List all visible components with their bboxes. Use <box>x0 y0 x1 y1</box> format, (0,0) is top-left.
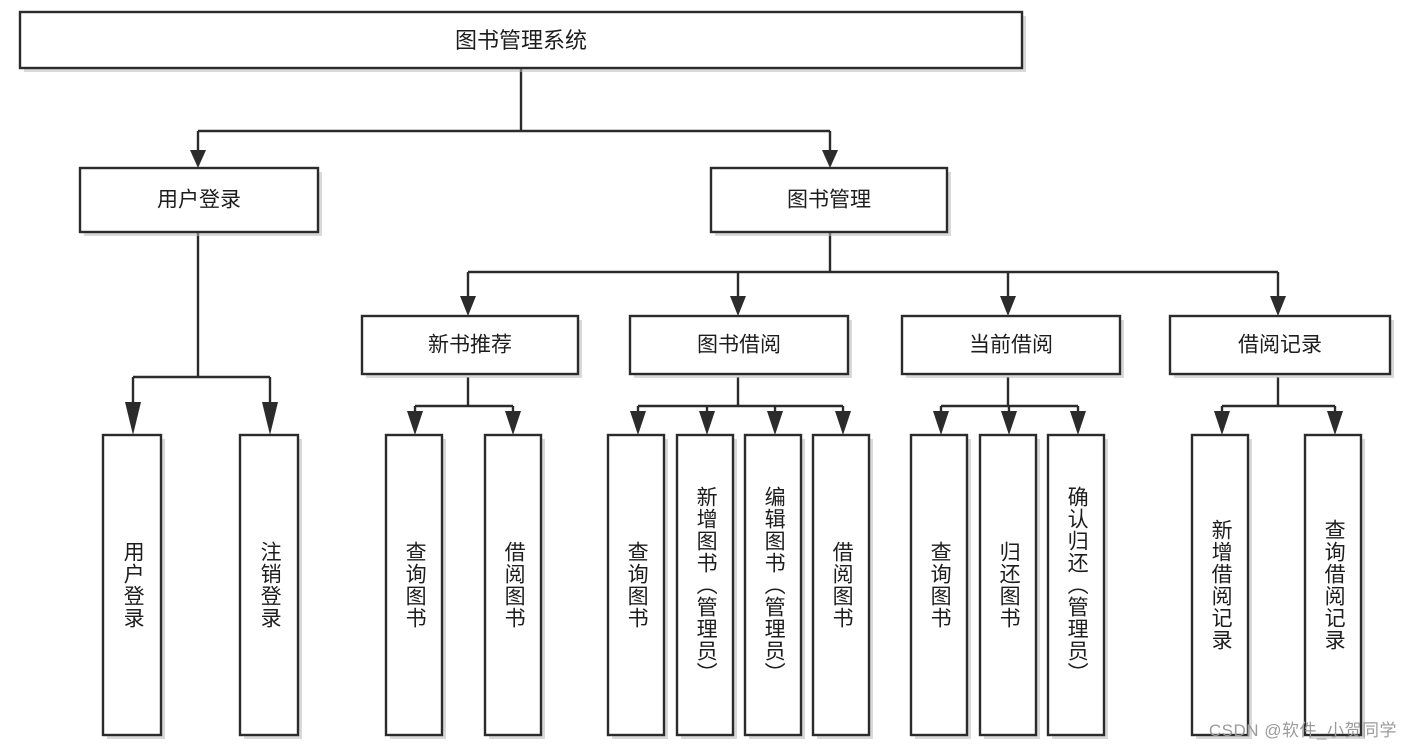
node-root[interactable]: 图书管理系统 <box>18 10 1026 72</box>
arrow-head-leaf-add-record <box>1214 411 1230 435</box>
leaf-user-login-box[interactable] <box>101 433 163 737</box>
arrow-head-new-book-rec <box>460 296 476 316</box>
leaf-add-book-box[interactable] <box>675 433 735 737</box>
arrow-head-leaf-query-record <box>1327 411 1343 435</box>
node-book-borrow-label: 图书借阅 <box>697 334 781 357</box>
node-book-manage-box[interactable] <box>709 166 949 234</box>
arrow-head-leaf-edit-book <box>767 411 783 435</box>
leaf-boxes <box>101 433 1365 739</box>
arrow-head-book-borrow <box>730 296 746 316</box>
arrow-head-leaf-query-book-2 <box>630 411 646 435</box>
arrow-head-leaf-query-book-3 <box>933 411 949 435</box>
node-book-manage[interactable]: 图书管理 <box>709 166 951 236</box>
leaf-borrow-book-1-box[interactable] <box>483 433 543 737</box>
leaf-query-book-1-box[interactable] <box>384 433 444 737</box>
node-user-login-box[interactable] <box>78 166 320 234</box>
node-new-book-rec[interactable]: 新书推荐 <box>360 314 582 378</box>
leaf-confirm-return-box[interactable] <box>1046 433 1106 737</box>
node-new-book-rec-box[interactable] <box>360 314 580 376</box>
node-root-label: 图书管理系统 <box>455 28 587 53</box>
node-current-borrow-box[interactable] <box>900 314 1122 376</box>
leaf-return-book-box[interactable] <box>978 433 1038 737</box>
node-root-box[interactable] <box>18 10 1024 70</box>
node-book-manage-label: 图书管理 <box>787 189 871 212</box>
node-book-borrow[interactable]: 图书借阅 <box>628 314 852 378</box>
arrow-head-book-manage <box>822 150 838 168</box>
leaf-borrow-book-2-box[interactable] <box>811 433 871 737</box>
node-borrow-record[interactable]: 借阅记录 <box>1168 314 1394 378</box>
arrow-head-borrow-record <box>1270 296 1286 316</box>
node-borrow-record-box[interactable] <box>1168 314 1392 376</box>
leaf-edit-book-box[interactable] <box>743 433 803 737</box>
watermark-text: CSDN @软件_小贺同学 <box>1208 721 1397 740</box>
leaf-add-record-box[interactable] <box>1190 433 1250 737</box>
node-new-book-rec-label: 新书推荐 <box>428 334 512 357</box>
node-current-borrow[interactable]: 当前借阅 <box>900 314 1124 378</box>
arrow-head-current-borrow <box>1000 296 1016 316</box>
node-current-borrow-label: 当前借阅 <box>969 334 1053 357</box>
leaf-logout-box[interactable] <box>238 433 300 737</box>
connectors <box>125 69 1343 435</box>
node-book-borrow-box[interactable] <box>628 314 850 376</box>
node-user-login[interactable]: 用户登录 <box>78 166 322 236</box>
node-borrow-record-label: 借阅记录 <box>1238 334 1322 357</box>
leaf-query-book-2-box[interactable] <box>606 433 666 737</box>
arrow-head-leaf-user-login <box>125 402 141 435</box>
arrow-head-leaf-query-book-1 <box>407 411 423 435</box>
arrow-head-leaf-borrow-book-1 <box>505 411 521 435</box>
arrow-head-user-login <box>190 150 206 168</box>
arrow-head-leaf-logout <box>262 402 278 435</box>
arrow-head-leaf-borrow-book-2 <box>835 411 851 435</box>
leaf-query-book-3-box[interactable] <box>909 433 969 737</box>
arrow-head-leaf-add-book <box>699 411 715 435</box>
arrow-head-leaf-confirm-return <box>1070 411 1086 435</box>
leaf-query-record-box[interactable] <box>1303 433 1363 737</box>
arrow-head-leaf-return-book <box>1001 411 1017 435</box>
node-user-login-label: 用户登录 <box>157 189 241 212</box>
